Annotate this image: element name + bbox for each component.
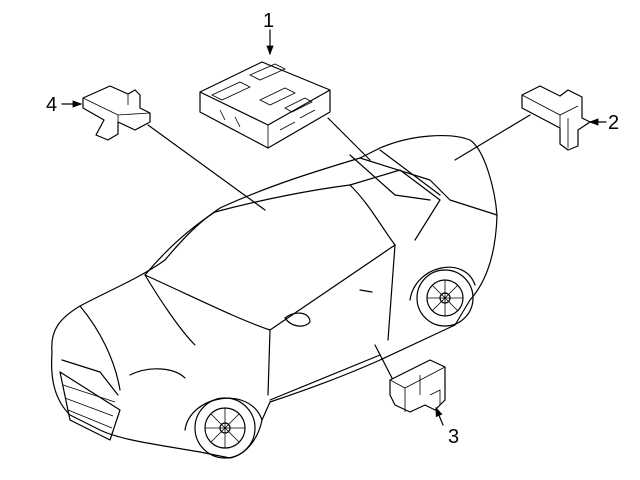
callout-3[interactable]: 3: [448, 426, 459, 448]
callout-1[interactable]: 1: [263, 10, 274, 32]
part-4-bracket[interactable]: [82, 85, 151, 141]
leader-line-3: [374, 344, 393, 379]
arrow-3: [435, 406, 444, 426]
callout-2[interactable]: 2: [608, 112, 619, 134]
leader-line-4: [147, 124, 266, 211]
part-1-control-module[interactable]: [199, 61, 331, 149]
part-3-sensor[interactable]: [389, 359, 446, 413]
callout-4[interactable]: 4: [46, 94, 57, 116]
leader-line-2: [454, 114, 531, 161]
part-2-bracket[interactable]: [521, 85, 591, 151]
leader-line-1: [327, 117, 371, 161]
car-illustration: [50, 135, 498, 459]
